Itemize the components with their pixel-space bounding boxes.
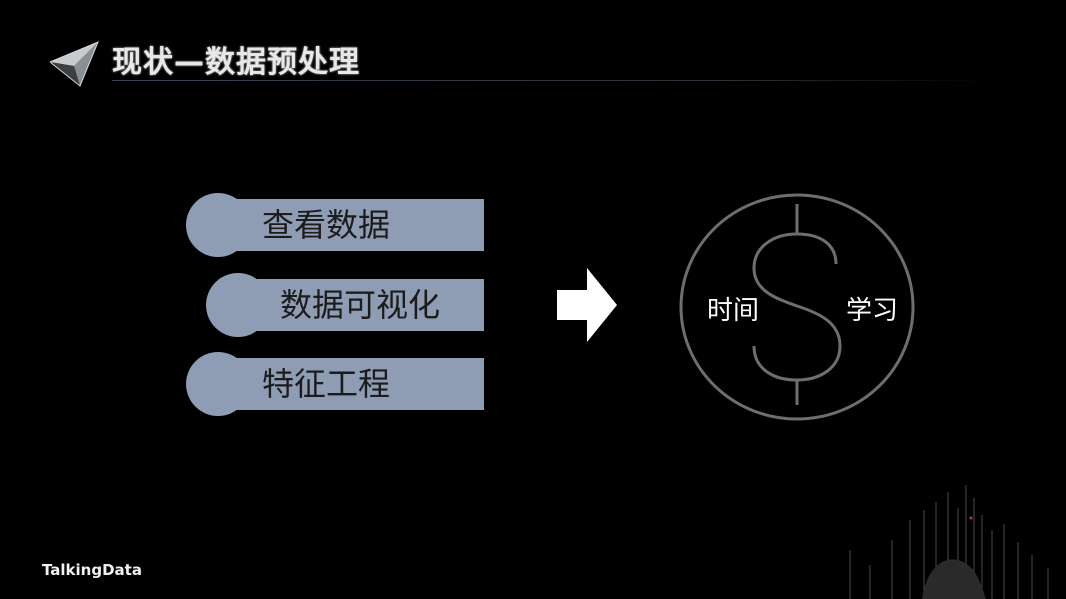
gem-icon: [46, 40, 102, 90]
coin-label-learning: 学习: [846, 296, 898, 326]
page-title: 现状—数据预处理: [112, 44, 360, 82]
step-label: 数据可视化: [280, 279, 440, 331]
city-skyline-decoration: [840, 480, 1066, 599]
step-label: 查看数据: [262, 199, 390, 251]
brand-logo-text: TalkingData: [42, 561, 142, 579]
step-pill-view-data: 查看数据: [186, 193, 484, 245]
arrow-right-icon: [557, 268, 617, 342]
step-label: 特征工程: [262, 358, 390, 410]
step-pill-feature-engineering: 特征工程: [186, 352, 484, 404]
title-divider: [112, 80, 992, 81]
coin-label-time: 时间: [707, 296, 759, 326]
step-pill-visualization: 数据可视化: [206, 273, 484, 325]
